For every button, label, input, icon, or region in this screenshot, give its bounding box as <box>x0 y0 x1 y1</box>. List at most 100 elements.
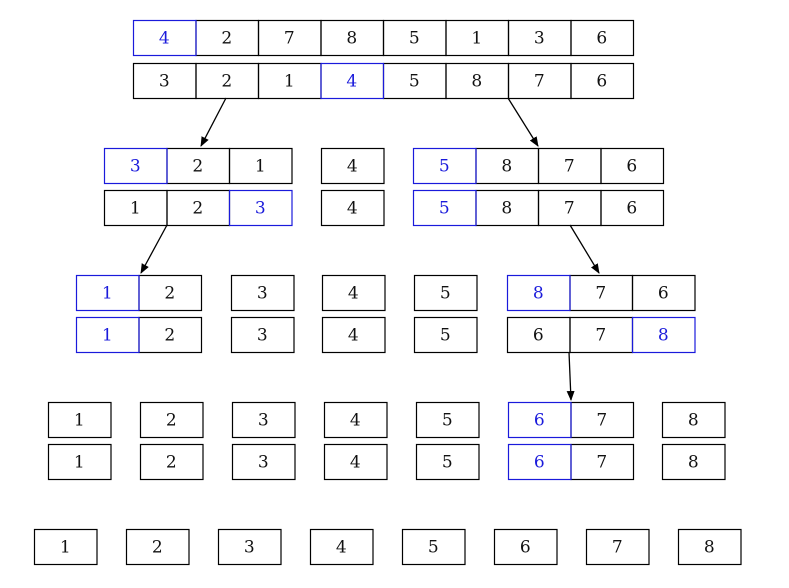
array-cell: 2 <box>139 443 204 481</box>
cell-value: 7 <box>596 453 607 473</box>
array-group: 5 <box>415 401 480 439</box>
cell-border <box>493 528 558 566</box>
cell-value: 6 <box>596 29 607 49</box>
cell-value: 1 <box>74 411 85 431</box>
pivot-cell: 6 <box>507 401 572 439</box>
cell-border <box>677 528 742 566</box>
array-cell: 5 <box>413 316 478 354</box>
cell-border <box>320 147 385 185</box>
cell-border <box>600 147 665 185</box>
cell-value: 2 <box>166 411 177 431</box>
cell-value: 8 <box>501 199 512 219</box>
cell-value: 5 <box>440 326 451 346</box>
cell-value: 6 <box>626 157 637 177</box>
cell-border <box>230 316 295 354</box>
array-group: 5 <box>413 274 478 312</box>
cell-value: 1 <box>255 157 266 177</box>
array-group: 76 <box>507 443 635 481</box>
cell-value: 8 <box>704 538 715 558</box>
array-cell: 5 <box>415 401 480 439</box>
cell-border <box>570 62 635 100</box>
cell-border <box>570 19 635 57</box>
array-cell: 2 <box>166 189 231 227</box>
cell-border <box>631 316 696 354</box>
cell-value: 3 <box>130 157 141 177</box>
array-group: 3 <box>217 528 282 566</box>
cell-value: 2 <box>164 326 175 346</box>
cell-value: 5 <box>440 284 451 304</box>
pivot-cell: 4 <box>132 19 197 57</box>
cell-border <box>415 401 480 439</box>
array-group: 4 <box>309 528 374 566</box>
array-cell: 6 <box>600 147 665 185</box>
pivot-cell: 1 <box>75 274 140 312</box>
cell-border <box>321 274 386 312</box>
cell-value: 4 <box>347 157 358 177</box>
cell-value: 3 <box>255 199 266 219</box>
cell-value: 5 <box>428 538 439 558</box>
cell-border <box>506 274 571 312</box>
cell-border <box>661 443 726 481</box>
array-cell: 3 <box>132 62 197 100</box>
array-cell: 1 <box>47 401 112 439</box>
recursion-arrow <box>566 351 575 401</box>
array-group: 8 <box>661 401 726 439</box>
cell-border <box>320 62 385 100</box>
cell-value: 4 <box>159 29 170 49</box>
array-group: 5 <box>415 443 480 481</box>
array-group: 1 <box>33 528 98 566</box>
cell-value: 8 <box>501 157 512 177</box>
cell-value: 4 <box>336 538 347 558</box>
cell-value: 2 <box>192 199 203 219</box>
array-cell: 1 <box>47 443 112 481</box>
array-cell: 7 <box>585 528 650 566</box>
cell-border <box>412 189 477 227</box>
cell-value: 4 <box>347 199 358 219</box>
array-cell: 3 <box>507 19 572 57</box>
recursion-arrow <box>507 97 539 147</box>
array-group: 8 <box>661 443 726 481</box>
cell-border <box>413 274 478 312</box>
cell-value: 1 <box>74 453 85 473</box>
cell-value: 1 <box>102 326 113 346</box>
array-cell: 4 <box>321 274 386 312</box>
array-group: 76 <box>507 401 635 439</box>
cell-value: 5 <box>439 199 450 219</box>
array-cell: 2 <box>195 62 260 100</box>
cell-value: 6 <box>534 411 545 431</box>
array-group: 3 <box>230 274 295 312</box>
cell-border <box>132 19 197 57</box>
cell-border <box>415 443 480 481</box>
array-cell: 3 <box>231 443 296 481</box>
array-cell: 2 <box>125 528 190 566</box>
array-cell: 8 <box>320 19 385 57</box>
array-group: 3 <box>231 401 296 439</box>
cell-value: 8 <box>688 411 699 431</box>
array-cell: 3 <box>217 528 282 566</box>
array-group: 8 <box>677 528 742 566</box>
cell-border <box>139 401 204 439</box>
array-cell: 5 <box>415 443 480 481</box>
array-cell: 1 <box>103 189 168 227</box>
cell-border <box>231 443 296 481</box>
cell-value: 5 <box>409 72 420 92</box>
cell-value: 1 <box>471 29 482 49</box>
array-cell: 6 <box>570 62 635 100</box>
pivot-cell: 6 <box>507 443 572 481</box>
array-cell: 3 <box>230 316 295 354</box>
cell-value: 7 <box>595 326 606 346</box>
cell-border <box>47 443 112 481</box>
array-cell: 1 <box>33 528 98 566</box>
cell-value: 6 <box>626 199 637 219</box>
array-cell: 6 <box>506 316 571 354</box>
cell-value: 4 <box>350 411 361 431</box>
array-group: 1 2 3 <box>103 189 293 227</box>
cell-value: 8 <box>346 29 357 49</box>
cell-border <box>231 401 296 439</box>
array-cell: 3 <box>230 274 295 312</box>
cell-border <box>75 316 140 354</box>
